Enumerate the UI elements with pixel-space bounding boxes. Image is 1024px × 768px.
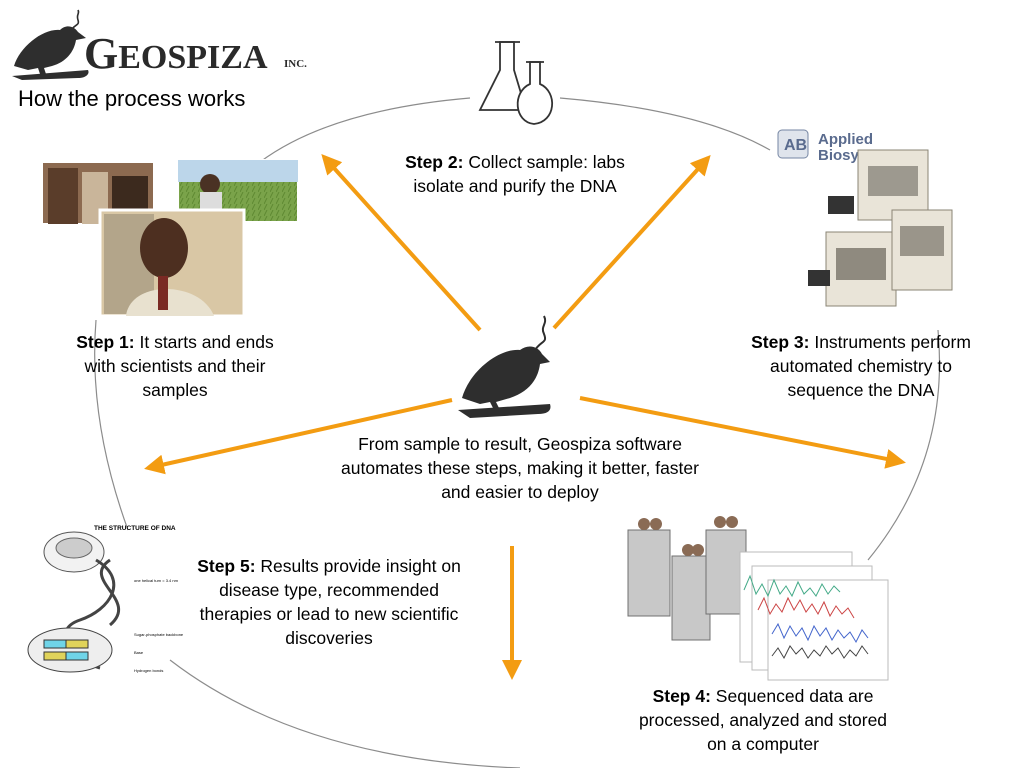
scientist-photo <box>41 159 299 318</box>
brand-first-letter: G <box>84 29 119 78</box>
step-3-text: Step 3: Instruments perform automated ch… <box>730 330 992 402</box>
step-1-label: Step 1: <box>76 332 135 352</box>
dna-label-1: one helical turn = 3.4 nm <box>134 578 179 583</box>
sequencer-icon <box>808 149 953 307</box>
dna-title: THE STRUCTURE OF DNA <box>94 525 176 532</box>
dna-helix-icon: THE STRUCTURE OF DNA one helical turn = … <box>27 525 184 673</box>
brand-name: GEOSPIZA <box>84 28 268 79</box>
step-1-text: Step 1: It starts and ends with scientis… <box>64 330 286 402</box>
arrow-to-step5 <box>144 398 453 475</box>
step-2-label: Step 2: <box>405 152 464 172</box>
step-1-desc: It starts and ends with scientists and t… <box>84 332 274 400</box>
arrow-to-step3 <box>552 155 711 330</box>
step-5-desc: Results provide insight on disease type,… <box>199 556 461 648</box>
step-3-label: Step 3: <box>751 332 810 352</box>
flask-icon <box>478 41 554 125</box>
dna-label-4: Hydrogen bonds <box>134 668 163 673</box>
svg-text:AB: AB <box>784 137 807 154</box>
step-5-text: Step 5: Results provide insight on disea… <box>184 554 474 650</box>
step-4-desc: Sequenced data are processed, analyzed a… <box>638 686 888 754</box>
dna-label-3: Base <box>134 650 144 655</box>
ab-line1: Applied <box>818 131 873 148</box>
logo-bird-icon <box>12 9 89 80</box>
step-5-label: Step 5: <box>197 556 256 576</box>
bird-icon <box>458 315 551 418</box>
computer-tower-icon <box>627 516 747 641</box>
center-summary: From sample to result, Geospiza software… <box>341 434 699 502</box>
step-2-text: Step 2: Collect sample: labs isolate and… <box>400 150 630 198</box>
sequence-trace-chart <box>739 551 889 681</box>
step-3-desc: Instruments perform automated chemistry … <box>770 332 971 400</box>
arrows <box>144 154 906 680</box>
step-4-label: Step 4: <box>652 686 711 706</box>
process-ring <box>94 97 941 768</box>
brand-rest: EOSPIZA <box>118 39 268 76</box>
page-subtitle: How the process works <box>18 86 246 111</box>
arrow-to-step3-right <box>579 396 906 469</box>
step-4-text: Step 4: Sequenced data are processed, an… <box>628 684 898 756</box>
brand-suffix: INC. <box>284 58 307 70</box>
step-2-desc: Collect sample: labs isolate and purify … <box>413 152 625 196</box>
dna-label-2: Sugar-phosphate backbone <box>134 632 184 637</box>
arrow-to-step1 <box>321 154 482 332</box>
